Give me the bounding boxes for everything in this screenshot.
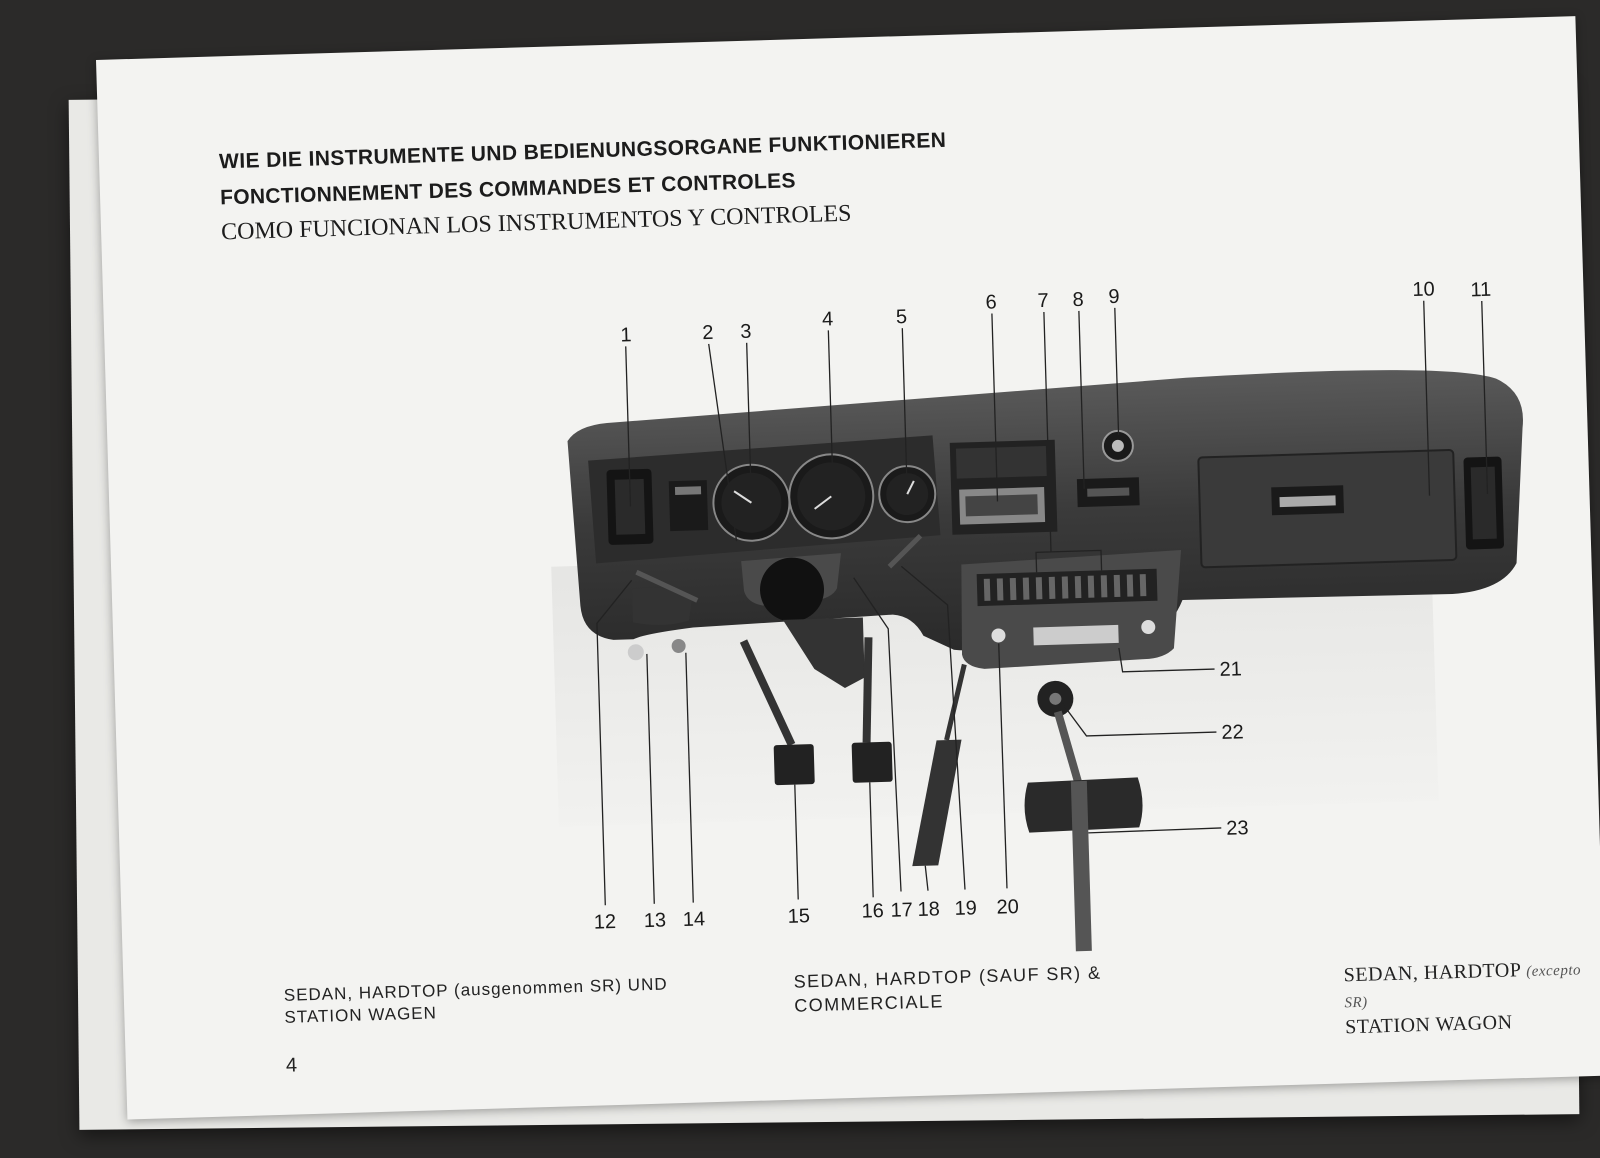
heading-german: WIE DIE INSTRUMENTE UND BEDIENUNGSORGANE… xyxy=(218,128,947,174)
callout-14: 14 xyxy=(682,908,705,931)
callout-22: 22 xyxy=(1221,721,1244,744)
radio-left-knob xyxy=(991,628,1006,643)
radio-right-knob xyxy=(1141,620,1156,635)
caption-german-line1: SEDAN, HARDTOP (ausgenommen SR) UND xyxy=(283,974,668,1005)
brake-pedal xyxy=(851,741,893,783)
callout-9: 9 xyxy=(1108,286,1120,308)
caption-german-line2: STATION WAGEN xyxy=(284,1003,438,1027)
callout-12: 12 xyxy=(593,911,616,934)
caption-french-line2: COMMERCIALE xyxy=(794,991,945,1016)
callout-17: 17 xyxy=(890,899,913,922)
callout-23: 23 xyxy=(1226,817,1249,840)
callout-1: 1 xyxy=(620,324,632,346)
caption-spanish: SEDAN, HARDTOP (excepto SR) STATION WAGO… xyxy=(1343,956,1600,1040)
callout-7: 7 xyxy=(1037,290,1049,312)
callout-19: 19 xyxy=(954,897,977,920)
caption-spanish-line1: SEDAN, HARDTOP xyxy=(1343,959,1521,987)
page-number: 4 xyxy=(285,1054,298,1077)
caption-french: SEDAN, HARDTOP (SAUF SR) & COMMERCIALE xyxy=(793,961,1102,1018)
accelerator-pedal xyxy=(912,739,962,867)
hood-release-knob xyxy=(627,644,644,661)
callout-6: 6 xyxy=(985,291,997,313)
gearshift-lever xyxy=(1070,780,1094,969)
callout-5: 5 xyxy=(896,306,908,328)
callout-8: 8 xyxy=(1072,289,1084,311)
callout-11: 11 xyxy=(1470,279,1491,302)
caption-french-line1: SEDAN, HARDTOP (SAUF SR) & xyxy=(793,962,1102,992)
caption-german: SEDAN, HARDTOP (ausgenommen SR) UND STAT… xyxy=(284,973,669,1028)
callout-20: 20 xyxy=(996,896,1019,919)
callout-13: 13 xyxy=(643,909,666,932)
dashboard-diagram: 1 2 3 4 5 6 7 8 9 10 11 12 13 14 15 16 1… xyxy=(551,278,1523,969)
caption-spanish-line2: STATION WAGON xyxy=(1344,1011,1513,1039)
callout-10: 10 xyxy=(1412,278,1435,301)
callout-15: 15 xyxy=(787,905,810,928)
callout-4: 4 xyxy=(822,308,834,330)
manual-page: WIE DIE INSTRUMENTE UND BEDIENUNGSORGANE… xyxy=(96,16,1600,1120)
callout-16: 16 xyxy=(861,900,884,923)
radio-tuner xyxy=(1033,624,1119,646)
callout-21: 21 xyxy=(1219,658,1242,681)
center-console xyxy=(961,550,1182,669)
callout-3: 3 xyxy=(740,321,752,343)
parking-brake-knob xyxy=(671,638,686,653)
callout-18: 18 xyxy=(917,898,940,921)
clutch-pedal xyxy=(773,744,815,786)
callout-2: 2 xyxy=(702,322,714,344)
